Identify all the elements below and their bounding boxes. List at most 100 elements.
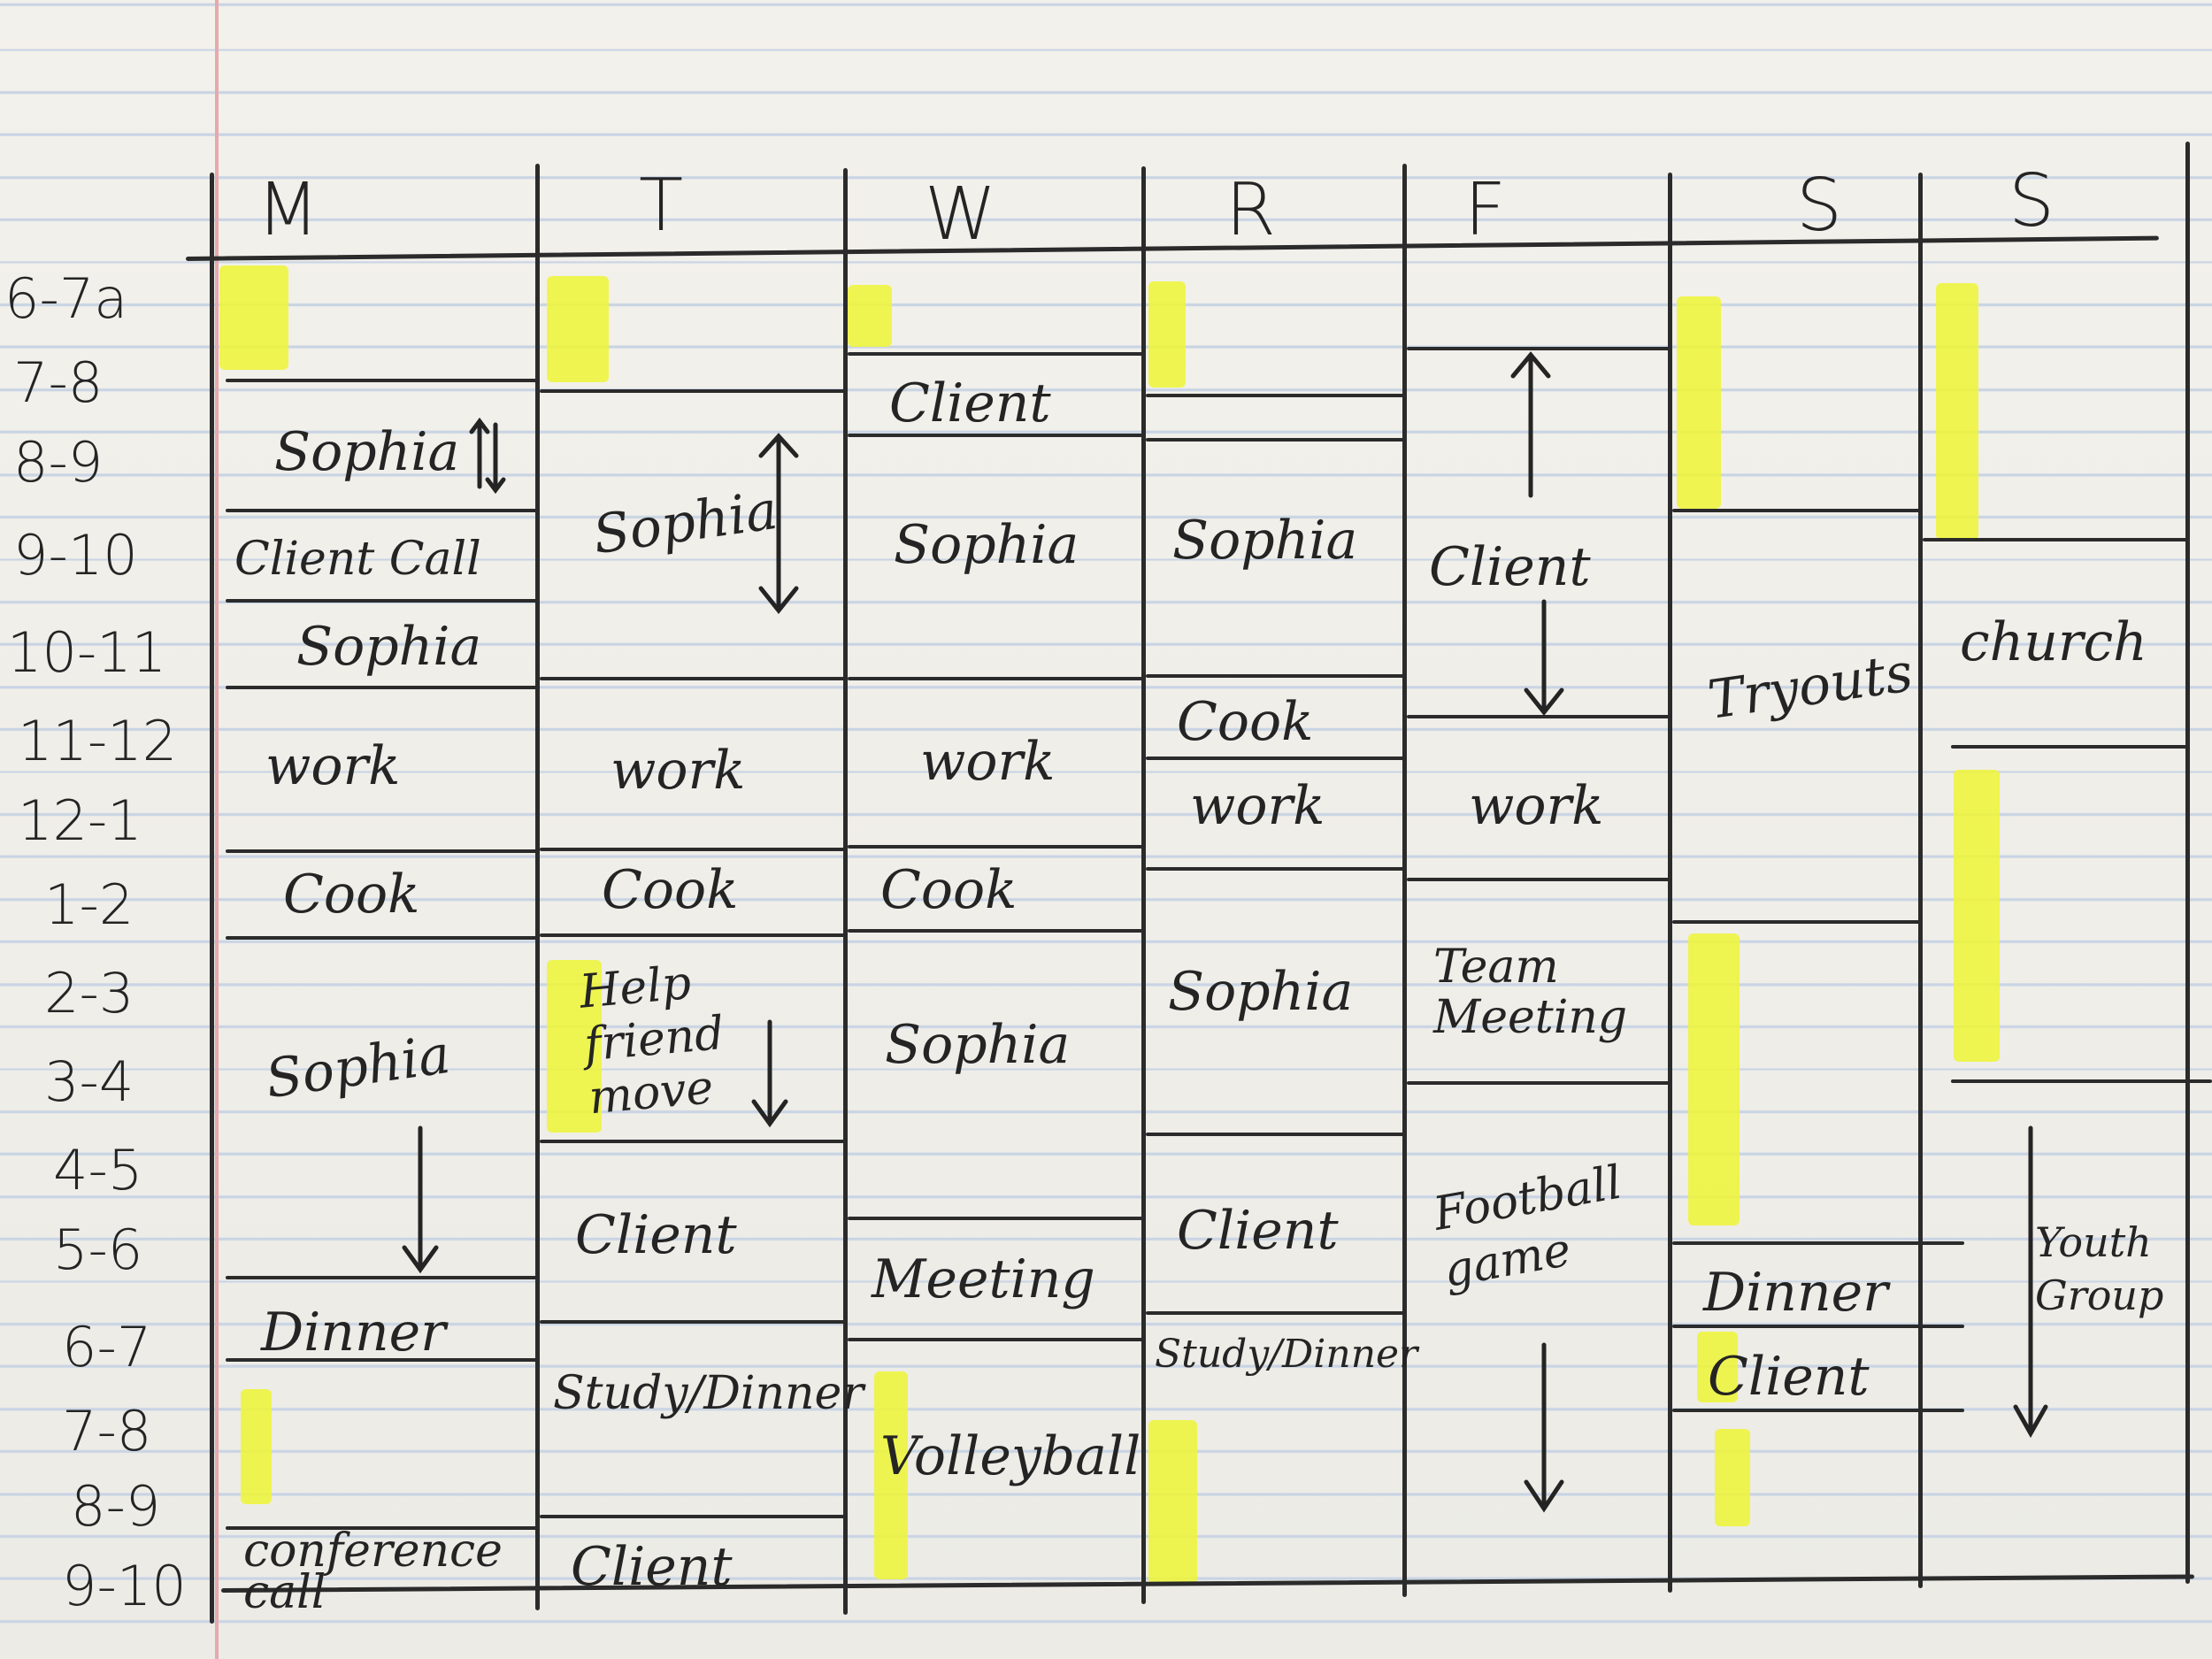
highlight xyxy=(1936,283,1978,540)
arrow-icon xyxy=(1510,351,1551,498)
row-line xyxy=(848,677,1144,680)
day-header-wednesday: W xyxy=(925,173,997,257)
row-line xyxy=(226,686,540,689)
event-wednesday: Meeting xyxy=(872,1248,1095,1310)
event-thursday: Sophia xyxy=(1172,510,1358,572)
event-friday: Client xyxy=(1429,536,1591,598)
row-line xyxy=(226,849,540,853)
row-line xyxy=(540,933,845,937)
column-line xyxy=(1918,173,1923,1588)
row-line xyxy=(1407,878,1671,881)
event-sunday: Youth Group xyxy=(2035,1218,2164,1319)
row-line xyxy=(540,389,845,393)
event-friday: work xyxy=(1469,775,1604,837)
event-tuesday: Cook xyxy=(602,859,739,921)
event-friday: Team Meeting xyxy=(1433,941,1628,1045)
day-header-saturday: S xyxy=(1796,164,1843,248)
row-line xyxy=(1672,1241,1964,1245)
event-wednesday: Client xyxy=(889,373,1051,434)
event-thursday: Study/Dinner xyxy=(1155,1332,1418,1377)
arrow-icon xyxy=(1524,1342,1564,1513)
highlight xyxy=(547,960,602,1133)
row-line xyxy=(848,1217,1144,1220)
arrow-icon xyxy=(1524,599,1564,717)
column-line xyxy=(1668,173,1672,1593)
arrow-icon xyxy=(402,1125,439,1274)
row-line xyxy=(1923,538,2188,541)
time-label: 9-10 xyxy=(13,523,138,588)
row-line xyxy=(1407,347,1671,350)
time-label: 1-2 xyxy=(44,872,134,937)
event-tuesday: Client xyxy=(571,1536,733,1598)
row-line xyxy=(226,1526,540,1530)
day-header-sunday: S xyxy=(2008,159,2055,243)
time-label: 3-4 xyxy=(44,1049,134,1114)
row-line xyxy=(540,848,845,851)
highlight xyxy=(1677,296,1721,509)
event-thursday: Cook xyxy=(1177,691,1314,753)
highlight xyxy=(874,1371,908,1579)
row-line xyxy=(848,1338,1144,1341)
event-monday: Sophia xyxy=(296,616,482,678)
row-line xyxy=(1146,757,1404,760)
row-line xyxy=(1146,438,1404,442)
event-monday: Cook xyxy=(283,864,420,926)
arrow-icon xyxy=(758,433,799,615)
highlight xyxy=(241,1389,272,1504)
arrow-icon xyxy=(469,417,506,495)
highlight xyxy=(1715,1429,1750,1526)
row-line xyxy=(226,936,540,940)
event-monday: Client Call xyxy=(234,533,481,586)
row-line xyxy=(540,1320,845,1324)
highlight xyxy=(219,265,288,370)
event-wednesday: work xyxy=(920,731,1056,793)
time-label: 6-7 xyxy=(62,1315,152,1379)
row-line xyxy=(1146,1311,1404,1315)
time-label: 12-1 xyxy=(18,788,142,853)
row-line xyxy=(1146,1133,1404,1136)
event-wednesday: Volleyball xyxy=(880,1425,1141,1487)
row-line xyxy=(1672,1325,1964,1328)
column-line xyxy=(210,173,214,1624)
row-line xyxy=(848,434,1144,437)
row-line xyxy=(848,845,1144,849)
highlight xyxy=(547,276,609,382)
margin-line xyxy=(215,0,219,1659)
arrow-icon xyxy=(751,1019,788,1128)
event-saturday: Client xyxy=(1708,1346,1870,1408)
time-label: 11-12 xyxy=(18,709,178,773)
day-header-monday: M xyxy=(257,168,319,252)
event-saturday: Dinner xyxy=(1703,1262,1888,1324)
event-thursday: Client xyxy=(1177,1200,1339,1262)
highlight xyxy=(848,285,892,347)
time-label: 7-8 xyxy=(13,350,104,415)
event-tuesday: Study/Dinner xyxy=(553,1367,864,1420)
row-line xyxy=(540,677,845,680)
time-label: 5-6 xyxy=(53,1217,143,1282)
time-label: 9-10 xyxy=(62,1554,187,1618)
row-line xyxy=(1407,715,1671,718)
highlight xyxy=(1688,933,1740,1225)
event-thursday: Sophia xyxy=(1168,961,1354,1023)
event-wednesday: Cook xyxy=(880,859,1018,921)
time-label: 8-9 xyxy=(71,1474,161,1539)
row-line xyxy=(226,1276,540,1279)
event-tuesday: Client xyxy=(575,1204,737,1266)
event-monday: conference call xyxy=(243,1525,503,1619)
column-line xyxy=(843,168,848,1615)
event-monday: work xyxy=(265,735,401,797)
row-line xyxy=(1672,1409,1964,1412)
row-line xyxy=(1672,509,1922,512)
event-thursday: work xyxy=(1190,775,1325,837)
event-wednesday: Sophia xyxy=(894,514,1079,576)
row-line xyxy=(1951,1079,2212,1083)
event-monday: Sophia xyxy=(274,421,460,483)
day-header-thursday: R xyxy=(1225,168,1276,252)
event-sunday: church xyxy=(1960,611,2147,673)
highlight xyxy=(1148,281,1186,388)
row-line xyxy=(1407,1081,1671,1085)
event-wednesday: Sophia xyxy=(885,1014,1071,1076)
row-line xyxy=(1951,745,2188,749)
highlight xyxy=(1697,1332,1738,1402)
time-label: 8-9 xyxy=(13,430,104,495)
